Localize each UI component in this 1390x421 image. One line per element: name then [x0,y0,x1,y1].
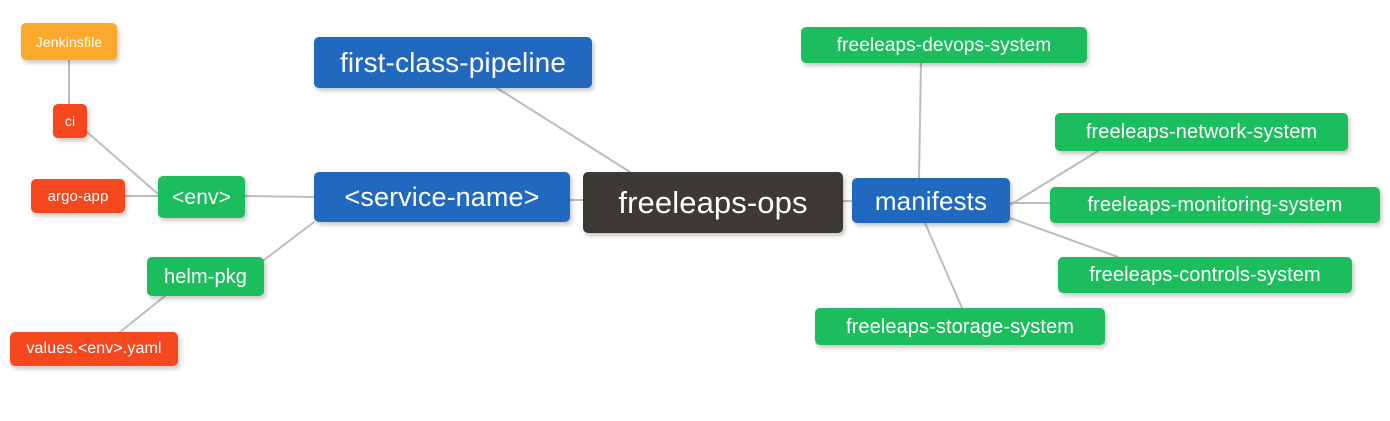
node-label-helm-pkg: helm-pkg [163,265,248,288]
node-manifests[interactable]: manifests [852,178,1010,223]
node-jenkinsfile[interactable]: Jenkinsfile [21,23,117,60]
node-ci[interactable]: ci [53,104,87,138]
node-freeleaps-network-system[interactable]: freeleaps-network-system [1055,113,1348,151]
node-label-manifests: manifests [874,185,988,216]
edge-service-name-to-helm-pkg [263,221,315,261]
node-label-env: <env> [172,185,231,209]
node-values-env-yaml[interactable]: values.<env>.yaml [10,332,178,366]
node-label-values-env-yaml: values.<env>.yaml [26,340,162,357]
node-label-jenkinsfile: Jenkinsfile [35,33,103,50]
node-label-freeleaps-ops: freeleaps-ops [618,185,808,220]
edge-env-to-service-name [244,195,315,198]
node-freeleaps-storage-system[interactable]: freeleaps-storage-system [815,308,1105,345]
node-label-ci: ci [64,113,76,129]
edge-helm-pkg-to-values-env-yaml [114,295,166,337]
node-env[interactable]: <env> [158,176,245,218]
node-label-freeleaps-storage-system: freeleaps-storage-system [845,315,1075,338]
node-label-freeleaps-controls-system: freeleaps-controls-system [1089,264,1321,286]
node-freeleaps-ops[interactable]: freeleaps-ops [583,172,843,233]
edge-manifests-to-freeleaps-controls-system [1009,217,1119,258]
node-label-argo-app: argo-app [47,187,109,205]
edge-manifests-to-freeleaps-devops-system [918,62,922,179]
node-helm-pkg[interactable]: helm-pkg [147,257,264,296]
edge-manifests-to-freeleaps-storage-system [924,222,963,309]
node-freeleaps-monitoring-system[interactable]: freeleaps-monitoring-system [1050,187,1380,223]
edge-first-class-pipeline-to-freeleaps-ops [496,87,631,173]
node-label-service-name: <service-name> [344,181,540,212]
node-freeleaps-devops-system[interactable]: freeleaps-devops-system [801,27,1087,63]
node-first-class-pipeline[interactable]: first-class-pipeline [314,37,592,88]
node-service-name[interactable]: <service-name> [314,172,570,222]
node-label-freeleaps-devops-system: freeleaps-devops-system [836,34,1052,56]
node-label-freeleaps-monitoring-system: freeleaps-monitoring-system [1087,194,1343,216]
node-label-first-class-pipeline: first-class-pipeline [339,46,567,78]
node-freeleaps-controls-system[interactable]: freeleaps-controls-system [1058,257,1352,293]
node-label-freeleaps-network-system: freeleaps-network-system [1085,121,1318,143]
node-argo-app[interactable]: argo-app [31,179,125,213]
